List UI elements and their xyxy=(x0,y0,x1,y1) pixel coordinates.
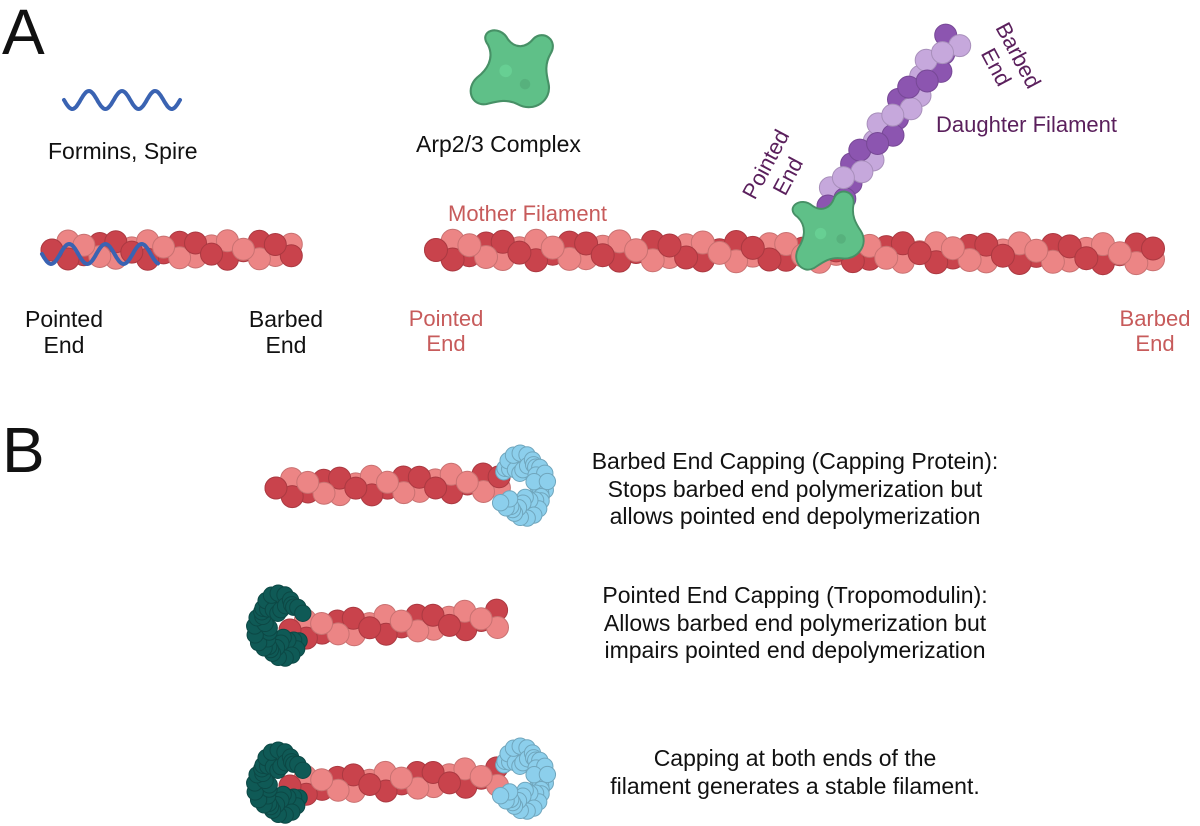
actin-subunit xyxy=(574,231,599,256)
actin-subunit xyxy=(774,232,799,256)
pointed-capped-filament xyxy=(246,584,509,667)
actin-subunit xyxy=(438,613,461,637)
actin-subunit xyxy=(707,240,732,265)
arp23-icon xyxy=(469,29,554,109)
actin-subunit xyxy=(915,69,939,93)
actin-subunit xyxy=(557,246,582,271)
actin-subunit xyxy=(344,476,368,500)
formin-bound-filament xyxy=(40,229,303,271)
arp23-label: Arp2/3 Complex xyxy=(416,131,581,157)
actin-subunit xyxy=(881,103,905,127)
actin-subunit xyxy=(874,245,899,270)
protein-icons xyxy=(62,29,554,112)
actin-subunit xyxy=(326,622,350,646)
actin-subunit xyxy=(931,41,954,65)
actin-subunit xyxy=(469,607,493,631)
barbed-capping-description: Barbed End Capping (Capping Protein): St… xyxy=(591,448,999,530)
actin-subunit xyxy=(866,132,890,155)
actin-subunit xyxy=(421,761,445,784)
actin-subunit xyxy=(940,236,965,261)
capping-protein xyxy=(491,444,557,527)
formins-label: Formins, Spire xyxy=(48,138,198,164)
actin-subunit xyxy=(358,773,382,796)
actin-subunit xyxy=(957,248,982,272)
formin-pointed-end-label: Pointed End xyxy=(24,306,103,359)
actin-subunit xyxy=(990,243,1015,268)
actin-subunit xyxy=(389,766,413,790)
mother-pointed-end-label: Pointed End xyxy=(408,306,484,357)
actin-subunit xyxy=(424,238,448,262)
actin-subunit xyxy=(424,476,448,500)
actin-subunit xyxy=(310,612,334,635)
actin-subunit xyxy=(457,233,482,258)
actin-subunit xyxy=(184,231,207,255)
actin-subunit xyxy=(624,238,649,263)
capping-protein xyxy=(491,737,557,820)
formin-on-filament xyxy=(40,241,160,267)
actin-subunit xyxy=(376,470,399,494)
actin-subunit xyxy=(389,609,413,633)
barbed-capped-filament xyxy=(264,444,557,527)
actin-subunit xyxy=(757,247,782,272)
actin-subunit xyxy=(1074,246,1099,271)
arp23-branch-junction xyxy=(791,190,865,271)
actin-subunit xyxy=(231,237,255,261)
actin-subunit xyxy=(263,233,287,256)
actin-subunit xyxy=(540,235,565,260)
actin-subunit xyxy=(407,465,431,489)
actin-subunit xyxy=(310,768,334,792)
actin-subunit xyxy=(296,470,320,494)
actin-subunit xyxy=(1024,238,1049,263)
actin-subunit xyxy=(358,616,382,640)
actin-subunit xyxy=(455,470,479,494)
daughter-filament xyxy=(791,23,972,271)
tropomodulin xyxy=(246,741,312,824)
actin-subunit xyxy=(657,233,682,258)
actin-subunit xyxy=(907,241,932,266)
actin-subunit xyxy=(1040,249,1065,274)
actin-subunit xyxy=(264,476,288,500)
mother-filament-label: Mother Filament xyxy=(448,201,607,226)
actin-subunit xyxy=(469,765,493,788)
mother-filament xyxy=(424,228,1165,276)
tropomodulin xyxy=(246,584,312,667)
panel-label-a: A xyxy=(2,0,45,68)
actin-subunit xyxy=(279,244,303,268)
double-capping-description: Capping at both ends of the filament gen… xyxy=(610,745,980,799)
actin-subunit xyxy=(168,246,192,270)
double-capped-filament xyxy=(246,737,557,824)
panel-label-b: B xyxy=(2,414,45,486)
actin-subunit xyxy=(421,603,445,627)
formin-barbed-end-label: Barbed End xyxy=(248,306,324,359)
actin-subunit xyxy=(1057,234,1082,259)
actin-subunit xyxy=(1107,241,1132,266)
actin-subunit xyxy=(152,235,176,259)
actin-subunit xyxy=(326,778,350,802)
actin-subunit xyxy=(312,481,336,505)
actin-subunit xyxy=(392,481,416,505)
actin-subunit xyxy=(674,245,699,270)
actin-subunit xyxy=(438,771,461,795)
actin-subunit xyxy=(507,240,532,265)
actin-subunit xyxy=(200,242,223,266)
actin-subunit xyxy=(831,166,855,190)
pointed-capping-description: Pointed End Capping (Tropomodulin): Allo… xyxy=(602,582,988,664)
actin-subunit xyxy=(974,232,999,257)
actin-subunit xyxy=(474,245,498,269)
actin-subunit xyxy=(1141,236,1165,261)
mother-barbed-end-label: Barbed End xyxy=(1119,306,1191,357)
actin-subunit xyxy=(590,243,615,268)
daughter-filament-label: Daughter Filament xyxy=(936,112,1117,137)
actin-subunit xyxy=(740,235,765,260)
formin-icon xyxy=(62,88,182,112)
